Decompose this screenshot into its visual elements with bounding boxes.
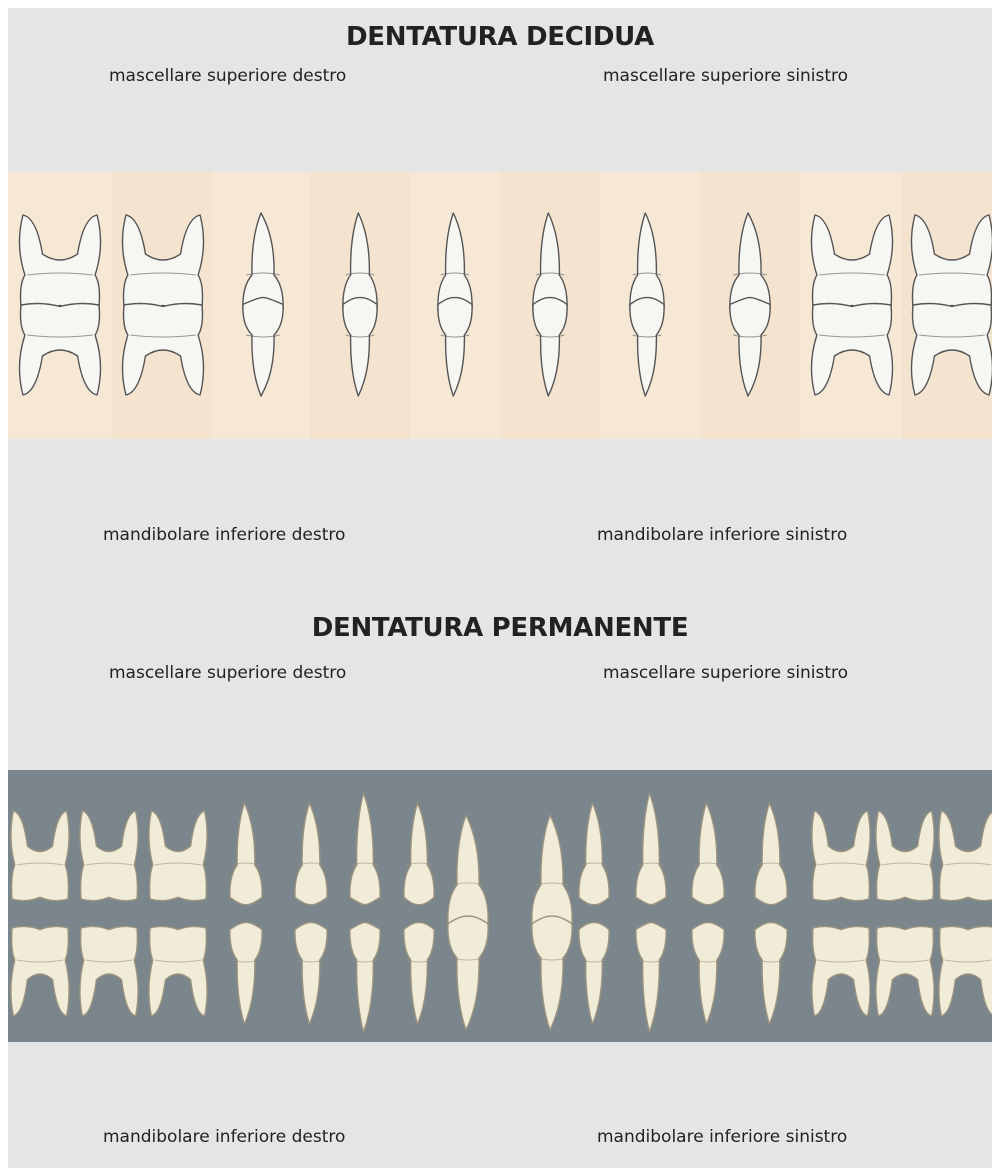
permanent-lower-tooth [692,923,724,1024]
permanent-upper-tooth [939,811,992,901]
deciduous-upper-tooth [19,215,100,309]
permanent-lower-tooth [532,916,572,1030]
permanent-upper-tooth [149,811,207,901]
permanent-upper-tooth [230,803,262,905]
permanent-lower-tooth [350,923,380,1032]
permanent-upper-tooth [532,815,572,931]
permanent-upper-tooth [404,803,434,905]
permanent-upper-tooth [692,803,724,905]
permanent-lower-tooth [149,926,207,1016]
permanent-lower-tooth [755,923,787,1024]
permanent-lower-tooth [11,926,69,1016]
deciduous-lower-tooth [630,298,664,396]
permanent-lower-tooth [812,926,870,1016]
permanent-upper-tooth [755,803,787,905]
permanent-upper-tooth [636,793,666,905]
permanent-lower-tooth [448,916,488,1030]
permanent-lower-tooth [579,923,609,1024]
permanent-upper-tooth [448,815,488,931]
deciduous-lower-tooth [811,304,892,395]
permanent-upper-tooth [812,811,870,901]
permanent-lower-tooth [295,923,327,1024]
permanent-lower-tooth [636,923,666,1032]
permanent-upper-tooth [350,793,380,905]
permanent-lower-tooth [404,923,434,1024]
permanent-upper-tooth [876,811,934,901]
deciduous-lower-tooth [438,298,472,396]
permanent-lower-tooth [80,926,138,1016]
permanent-lower-tooth [939,926,992,1016]
permanent-upper-tooth [579,803,609,905]
deciduous-lower-tooth [243,298,283,396]
permanent-upper-tooth [80,811,138,901]
permanent-upper-tooth [11,811,69,901]
permanent-upper-tooth [295,803,327,905]
permanent-lower-tooth [230,923,262,1024]
permanent-lower-tooth [876,926,934,1016]
deciduous-lower-tooth [19,304,100,395]
deciduous-upper-tooth [811,215,892,309]
